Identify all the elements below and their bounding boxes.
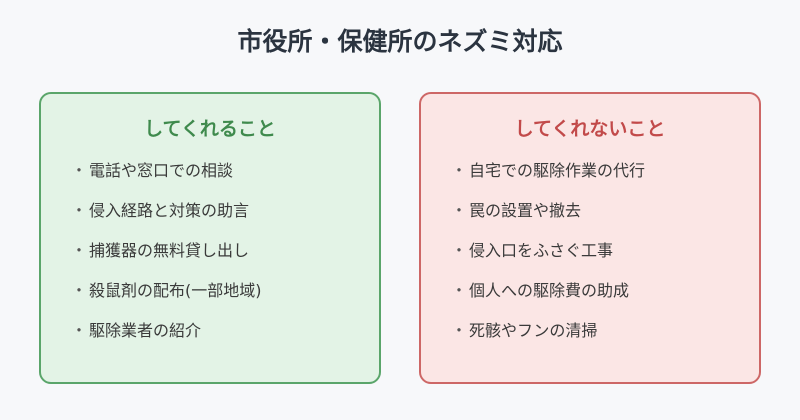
item-text: 侵入口をふさぐ工事 (469, 241, 614, 260)
item-text: 捕獲器の無料貸し出し (89, 241, 250, 260)
bullet-icon: ・ (71, 281, 88, 300)
bullet-icon: ・ (71, 161, 88, 180)
item-text: 死骸やフンの清掃 (469, 321, 598, 340)
list-item: ・殺鼠剤の配布(一部地域) (71, 278, 262, 318)
list-item: ・個人への駆除費の助成 (451, 278, 645, 318)
list-item: ・死骸やフンの清掃 (451, 318, 645, 358)
bullet-icon: ・ (451, 281, 468, 300)
bullet-icon: ・ (451, 241, 468, 260)
can-do-panel: してくれること ・電話や窓口での相談 ・侵入経路と対策の助言 ・捕獲器の無料貸し… (39, 92, 381, 384)
item-text: 個人への駆除費の助成 (469, 281, 630, 300)
page-title: 市役所・保健所のネズミ対応 (237, 27, 563, 56)
list-item: ・侵入口をふさぐ工事 (451, 238, 645, 278)
bullet-icon: ・ (71, 201, 88, 220)
bullet-icon: ・ (451, 201, 468, 220)
list-item: ・侵入経路と対策の助言 (71, 198, 262, 238)
list-item: ・電話や窓口での相談 (71, 158, 262, 198)
list-item: ・自宅での駆除作業の代行 (451, 158, 645, 198)
item-text: 電話や窓口での相談 (89, 161, 234, 180)
item-text: 駆除業者の紹介 (89, 321, 202, 340)
bullet-icon: ・ (71, 321, 88, 340)
bullet-icon: ・ (451, 161, 468, 180)
bullet-icon: ・ (71, 241, 88, 260)
cannot-do-list: ・自宅での駆除作業の代行 ・罠の設置や撤去 ・侵入口をふさぐ工事 ・個人への駆除… (451, 158, 645, 358)
item-text: 殺鼠剤の配布(一部地域) (89, 281, 262, 300)
item-text: 侵入経路と対策の助言 (89, 201, 250, 220)
item-text: 自宅での駆除作業の代行 (469, 161, 646, 180)
can-do-list: ・電話や窓口での相談 ・侵入経路と対策の助言 ・捕獲器の無料貸し出し ・殺鼠剤の… (71, 158, 262, 358)
item-text: 罠の設置や撤去 (469, 201, 582, 220)
list-item: ・捕獲器の無料貸し出し (71, 238, 262, 278)
bullet-icon: ・ (451, 321, 468, 340)
list-item: ・罠の設置や撤去 (451, 198, 645, 238)
cannot-do-panel: してくれないこと ・自宅での駆除作業の代行 ・罠の設置や撤去 ・侵入口をふさぐ工… (419, 92, 761, 384)
list-item: ・駆除業者の紹介 (71, 318, 262, 358)
cannot-do-heading: してくれないこと (514, 118, 666, 140)
can-do-heading: してくれること (144, 118, 276, 140)
